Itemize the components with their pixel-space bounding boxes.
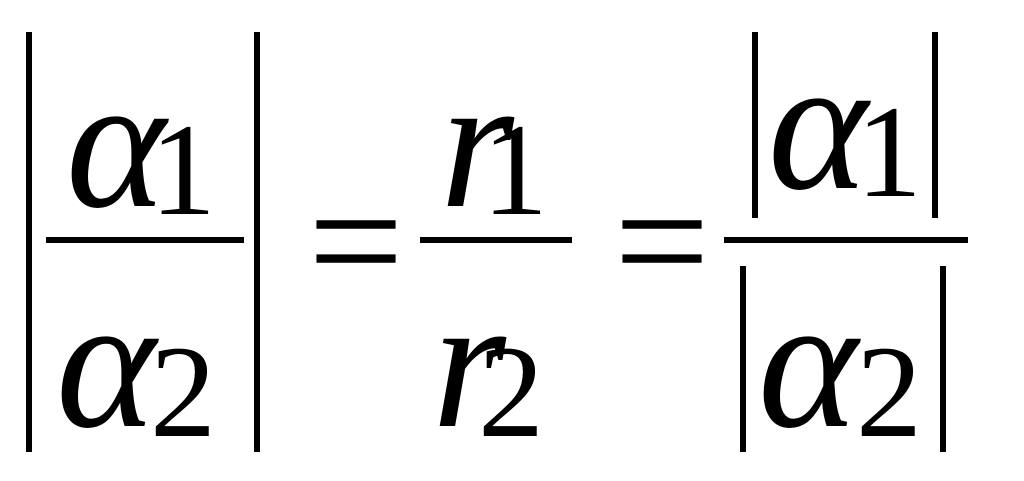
term2-denominator-symbol: r	[432, 258, 506, 468]
equals-sign-2: =	[614, 147, 710, 335]
term3-numerator-symbol: α	[768, 20, 868, 230]
abs-bar-right-term3-denominator	[940, 266, 946, 452]
fraction-bar-term2	[420, 237, 572, 243]
term3-numerator-subscript: 1	[856, 78, 922, 225]
abs-bar-left-term3-numerator	[752, 32, 758, 218]
abs-bar-right-term3-numerator	[932, 32, 938, 218]
term2-denominator-subscript: 2	[478, 318, 544, 465]
abs-bar-right-term1	[254, 32, 260, 452]
term3-denominator-symbol: α	[758, 258, 858, 468]
fraction-bar-term1	[46, 237, 244, 243]
term2-numerator-subscript: 1	[482, 96, 548, 243]
abs-bar-left-term3-denominator	[740, 266, 746, 452]
term1-denominator-symbol: α	[56, 258, 156, 468]
equals-sign-1: =	[308, 147, 404, 335]
term1-numerator-symbol: α	[66, 38, 166, 248]
abs-bar-left-term1	[26, 32, 32, 452]
fraction-bar-term3	[724, 237, 968, 243]
term1-denominator-subscript: 2	[150, 318, 216, 465]
term2-numerator-symbol: r	[440, 38, 514, 248]
term3-denominator-subscript: 2	[856, 318, 922, 465]
term1-numerator-subscript: 1	[150, 96, 216, 243]
